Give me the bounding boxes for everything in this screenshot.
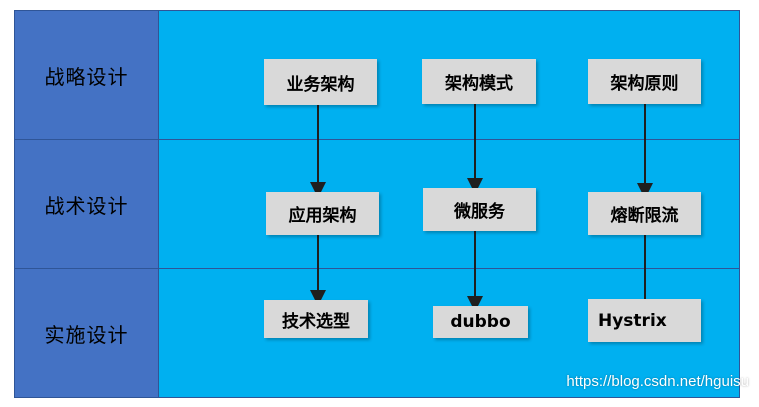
node-circuit-breaker: 熔断限流 bbox=[588, 192, 701, 235]
row-label-tactical: 战术设计 bbox=[15, 140, 159, 268]
node-architecture-principle: 架构原则 bbox=[588, 59, 701, 104]
row-label-strategic: 战略设计 bbox=[15, 11, 159, 139]
node-architecture-pattern: 架构模式 bbox=[422, 59, 536, 104]
node-hystrix: Hystrix bbox=[588, 299, 701, 342]
node-technology-selection: 技术选型 bbox=[264, 300, 368, 338]
node-application-architecture: 应用架构 bbox=[266, 192, 379, 235]
row-label-implementation: 实施设计 bbox=[15, 269, 159, 397]
node-business-architecture: 业务架构 bbox=[264, 59, 377, 105]
node-microservice: 微服务 bbox=[423, 188, 536, 231]
watermark-text: https://blog.csdn.net/hguisu bbox=[566, 373, 749, 390]
node-dubbo: dubbo bbox=[433, 306, 528, 338]
